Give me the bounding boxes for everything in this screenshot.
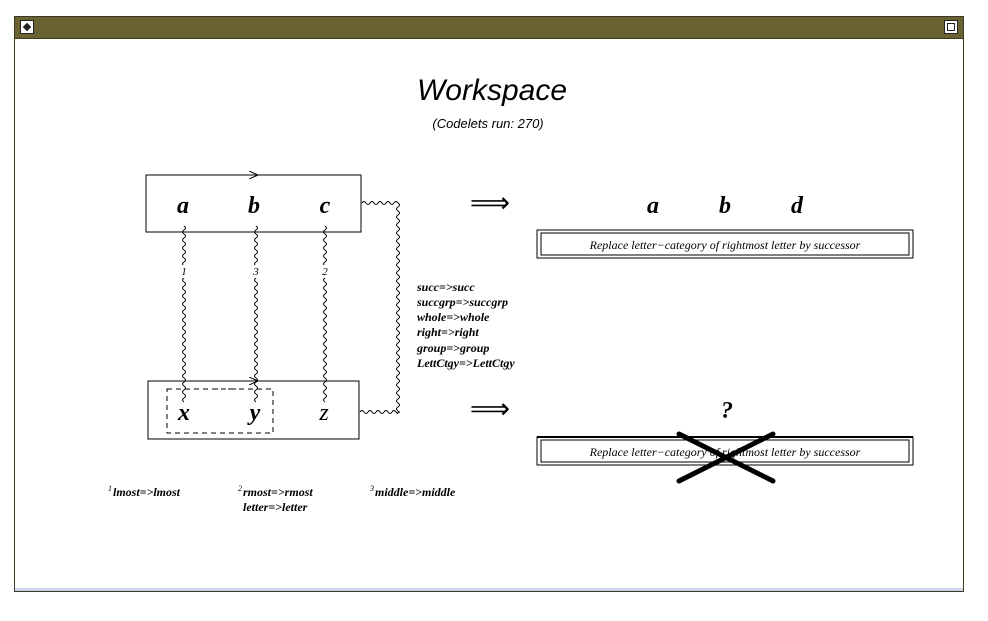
target-letter-x: x (177, 400, 190, 426)
concept-mapping-list: succ=>succ succgrp=>succgrp whole=>whole… (416, 280, 515, 370)
implies-arrow-top: ⟹ (470, 188, 510, 219)
rule-cross-out-stroke (676, 431, 776, 484)
whole-bridge-bottom (359, 410, 399, 414)
rule-text: Replace letter−category of rightmost let… (589, 238, 861, 252)
whole-bridge-vertical (396, 202, 400, 413)
bridge-number-3: 3 (252, 266, 259, 278)
bridge-label-bg (250, 265, 262, 278)
footnote-number: 2 (238, 484, 242, 493)
translated-rule-box-inner (540, 439, 910, 463)
modified-letter-a: a (647, 193, 659, 219)
codelets-run-label: (Codelets run: 270) (432, 116, 543, 131)
target-group-box (166, 388, 274, 434)
target-letter-y: y (247, 400, 261, 426)
bridge-label-bg (178, 265, 190, 278)
implies-arrow-bottom: ⟹ (470, 394, 510, 425)
footnote-text: middle=>middle (375, 485, 456, 499)
concept-mapping: right=>right (417, 325, 479, 339)
workspace-window (14, 16, 964, 592)
footnote-number: 1 (108, 484, 112, 493)
footnotes: 1 lmost=>lmost 2 rmost=>rmost letter=>le… (108, 484, 456, 514)
bridge-a-x (182, 225, 186, 403)
title-bar[interactable] (15, 17, 963, 39)
modified-letter-b: b (719, 193, 731, 219)
bridge-label-bg (319, 265, 331, 278)
whole-bridge-top (361, 201, 399, 205)
close-box-icon[interactable] (20, 20, 34, 34)
footnote-text: lmost=>lmost (113, 485, 181, 499)
footnote-text: letter=>letter (243, 500, 308, 514)
initial-letter-b: b (248, 193, 260, 219)
bridge-number-2: 2 (322, 266, 328, 278)
modified-letter-d: d (791, 193, 804, 219)
initial-letter-a: a (177, 193, 189, 219)
concept-mapping: succgrp=>succgrp (416, 295, 508, 309)
footnote-text: rmost=>rmost (243, 485, 313, 499)
concept-mapping: succ=>succ (416, 280, 475, 294)
initial-letter-c: c (320, 193, 331, 219)
bottom-frame (15, 588, 963, 591)
workspace-title: Workspace (417, 74, 567, 107)
rule-box-outer (536, 229, 914, 259)
translated-rule-text: Replace letter−category of rightmost let… (589, 445, 861, 459)
footnote-number: 3 (369, 484, 374, 493)
answer-unknown: ? (721, 398, 733, 424)
concept-mapping: LettCtgy=>LettCtgy (416, 356, 515, 370)
bridge-c-z (323, 225, 327, 403)
bridge-number-1: 1 (181, 266, 187, 278)
zoom-box-icon[interactable] (944, 20, 958, 34)
target-letter-z: z (318, 400, 329, 426)
concept-mapping: group=>group (416, 341, 489, 355)
bridge-b-y (254, 225, 258, 403)
rule-box-inner (540, 232, 910, 256)
concept-mapping: whole=>whole (417, 310, 490, 324)
